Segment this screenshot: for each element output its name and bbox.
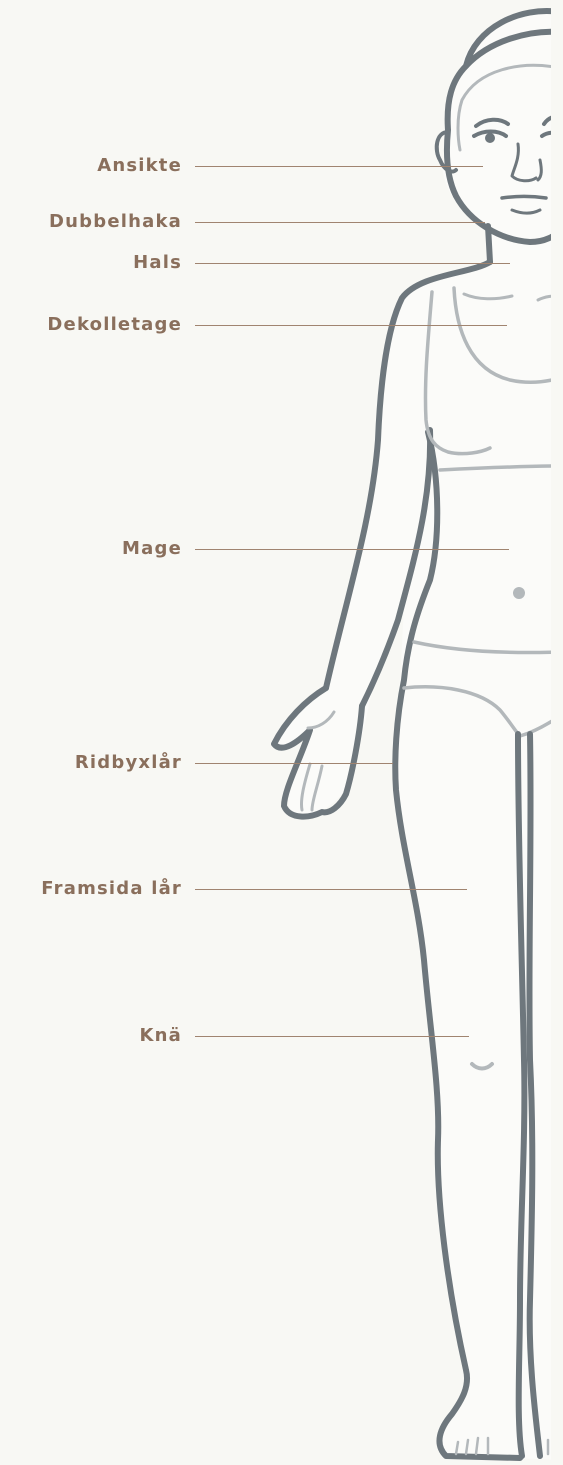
zone-label-ansikte[interactable]: Ansikte [97,155,182,177]
zone-label-kna[interactable]: Knä [139,1025,182,1047]
zone-label-hals[interactable]: Hals [133,252,182,274]
leader-line-dekolletage [195,325,507,326]
zone-label-mage[interactable]: Mage [122,538,182,560]
zone-label-dekolletage[interactable]: Dekolletage [47,314,182,336]
leader-line-kna [195,1036,469,1037]
neck-left [488,226,490,262]
leader-line-ridbyxlar [195,763,393,764]
navel [513,587,525,599]
zone-label-ridbyxlar[interactable]: Ridbyxlår [75,752,182,774]
leader-line-hals [195,263,510,264]
mouth [502,197,546,199]
eye-left-pupil [485,133,495,143]
leader-line-mage [195,549,509,550]
zone-label-framsida-lar[interactable]: Framsida lår [41,878,182,900]
zone-label-dubbelhaka[interactable]: Dubbelhaka [49,211,182,233]
leader-line-dubbelhaka [195,222,485,223]
leader-line-ansikte [195,166,483,167]
leader-line-framsida-lar [195,889,467,890]
